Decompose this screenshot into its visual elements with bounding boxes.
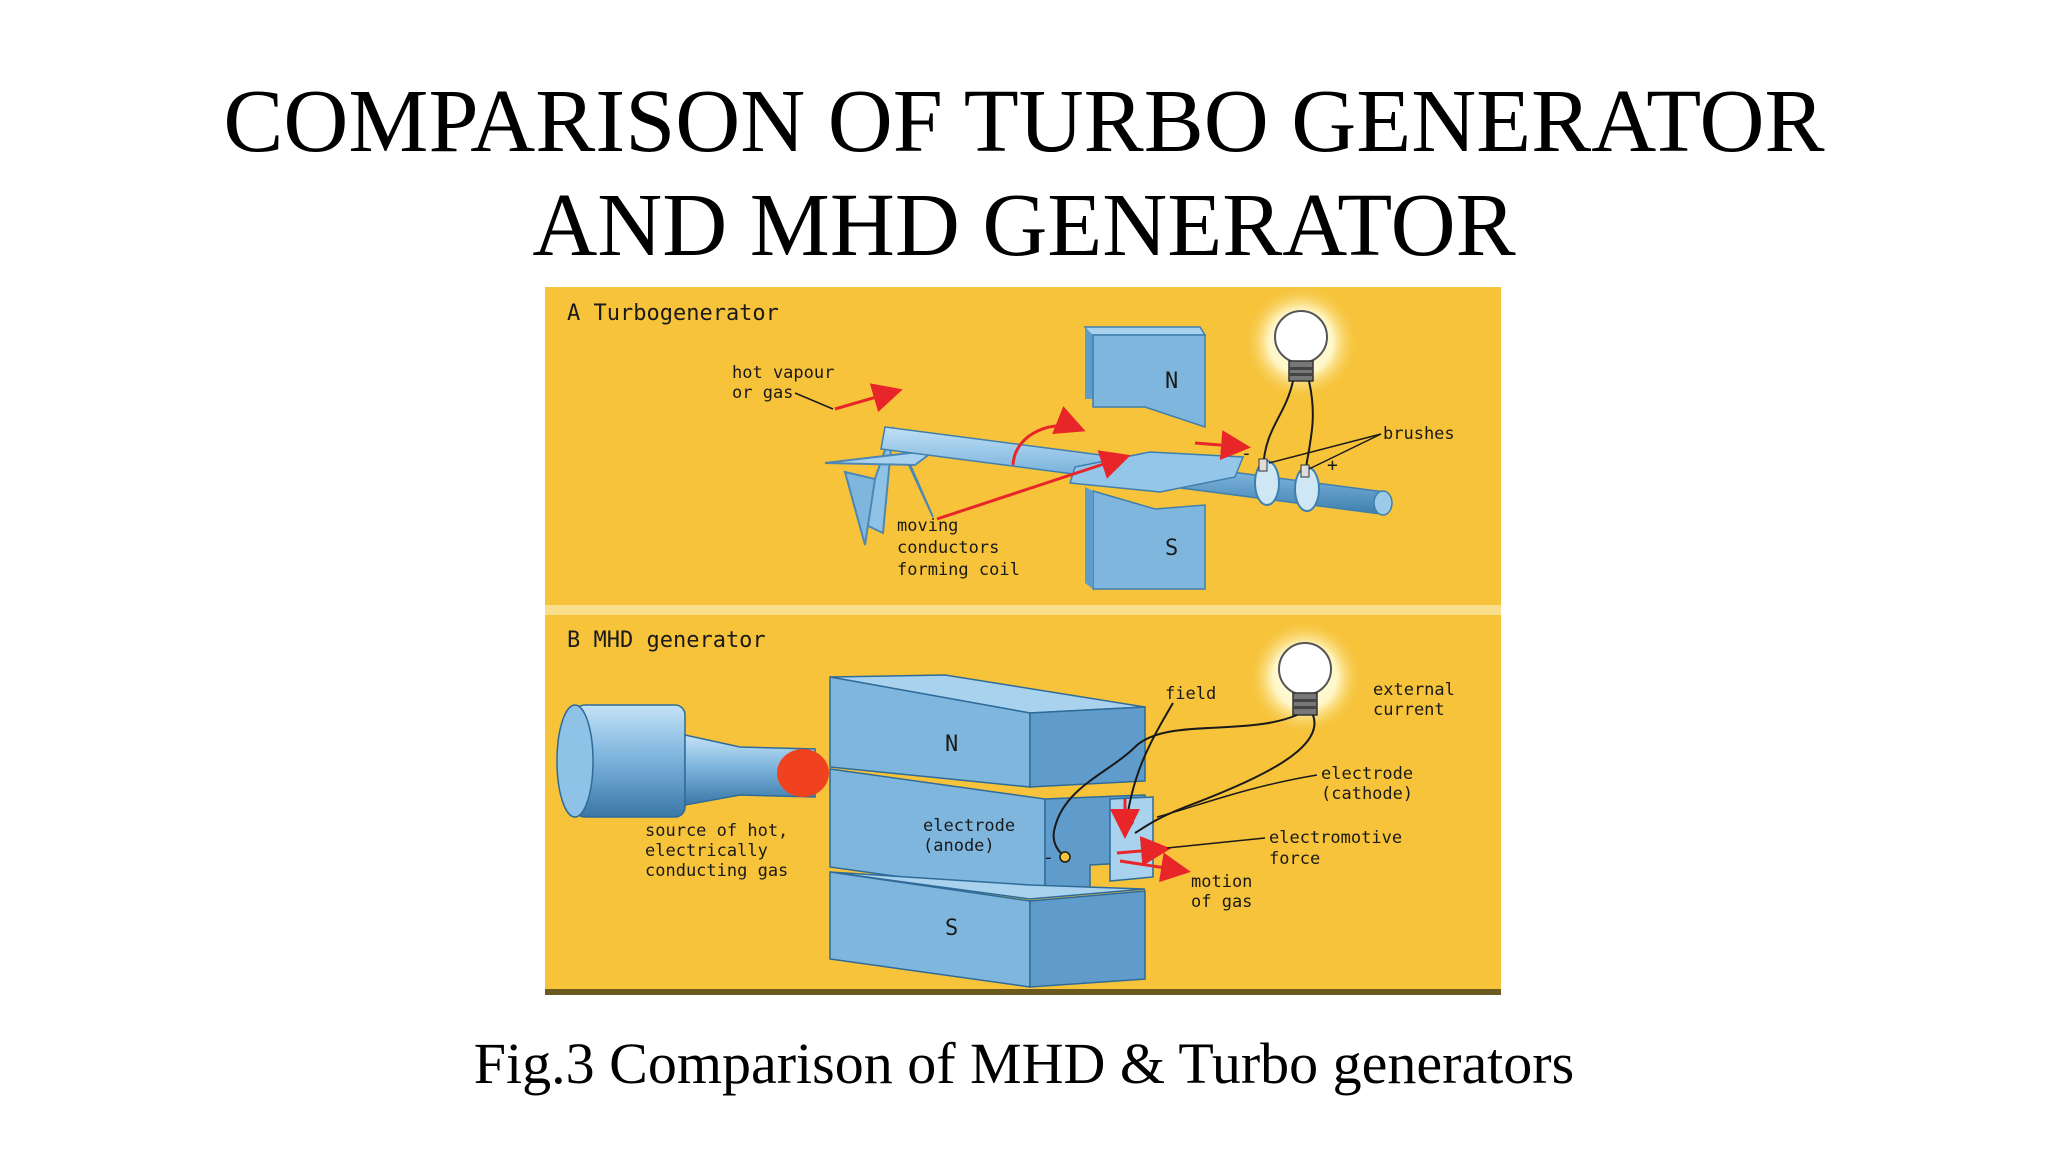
panel-b-heading: B MHD generator	[567, 628, 766, 653]
emf-arrow	[1116, 836, 1171, 866]
hot-vapour-leader	[794, 392, 834, 410]
generator-comparison-figure: A Turbogenerator N S	[545, 287, 1501, 995]
moving-conductors-label-2: conductors	[897, 538, 999, 558]
brushes-leader-1	[1268, 433, 1382, 464]
magnet-north-a-label: N	[1165, 369, 1178, 394]
electrode-cathode-label-2: (cathode)	[1321, 784, 1413, 804]
current-arrow	[1194, 430, 1251, 461]
magnet-south-a-label: S	[1165, 536, 1178, 561]
gas-motion-arrow	[1119, 852, 1191, 883]
figure-caption: Fig.3 Comparison of MHD & Turbo generato…	[473, 1031, 1575, 1096]
source-gas-label-1: source of hot,	[645, 821, 788, 841]
magnet-south-a	[1085, 487, 1206, 590]
magnet-north-b	[829, 674, 1146, 788]
magnet-south-b	[829, 871, 1146, 988]
turbine-blades	[824, 426, 939, 546]
external-current-label-2: current	[1373, 700, 1445, 720]
bulb-b-icon	[1278, 642, 1332, 716]
moving-conductors-label-1: moving	[897, 516, 958, 536]
anode-terminal	[1059, 851, 1071, 863]
anode-minus: -	[1043, 847, 1054, 868]
magnet-south-b-label: S	[945, 916, 958, 941]
brushes-leader-2	[1308, 433, 1382, 470]
bulb-a-icon	[1274, 310, 1328, 382]
title-line-2: AND MHD GENERATOR	[532, 176, 1516, 275]
gas-source-tube	[556, 704, 816, 818]
wire-b-anode	[1052, 714, 1298, 856]
hot-vapour-label-2: or gas	[732, 383, 793, 403]
panel-a-heading: A Turbogenerator	[567, 301, 779, 326]
hot-vapour-label-1: hot vapour	[732, 363, 834, 383]
panel-divider	[545, 605, 1501, 615]
title-line-1: COMPARISON OF TURBO GENERATOR	[223, 72, 1825, 171]
moving-conductors-label-3: forming coil	[897, 560, 1020, 580]
bottom-edge	[545, 989, 1501, 995]
electrode-anode-label-1: electrode	[923, 816, 1015, 836]
motion-gas-label-1: motion	[1191, 872, 1252, 892]
figure-svg: A Turbogenerator N S	[545, 287, 1501, 995]
electrode-cathode-label-1: electrode	[1321, 764, 1413, 784]
brushes-label: brushes	[1383, 424, 1455, 444]
terminal-plus: +	[1327, 455, 1338, 476]
terminal-minus: -	[1241, 443, 1252, 464]
magnet-north-b-label: N	[945, 732, 958, 757]
electrode-anode-label-2: (anode)	[923, 836, 995, 856]
cathode-leader	[1156, 774, 1318, 818]
coil-pointer-arrow	[936, 450, 1131, 521]
slide-title: COMPARISON OF TURBO GENERATOR AND MHD GE…	[0, 70, 2048, 278]
source-gas-label-2: electrically	[645, 841, 768, 861]
wire-a-right	[1304, 380, 1314, 474]
brush-2	[1300, 464, 1310, 478]
field-label: field	[1165, 684, 1216, 704]
gas-flow-arrow	[834, 383, 903, 413]
hot-gas-glow	[777, 749, 829, 797]
emf-label-1: electromotive	[1269, 828, 1402, 848]
wire-b-cathode	[1134, 714, 1316, 834]
brush-1	[1258, 458, 1268, 472]
motion-gas-label-2: of gas	[1191, 892, 1252, 912]
external-current-label-1: external	[1373, 680, 1455, 700]
source-gas-label-3: conducting gas	[645, 861, 788, 881]
emf-label-2: force	[1269, 849, 1320, 869]
emf-leader	[1166, 837, 1266, 849]
rotation-arrow	[1011, 406, 1086, 466]
wire-a-left	[1262, 380, 1294, 470]
magnet-north-a	[1083, 326, 1207, 429]
